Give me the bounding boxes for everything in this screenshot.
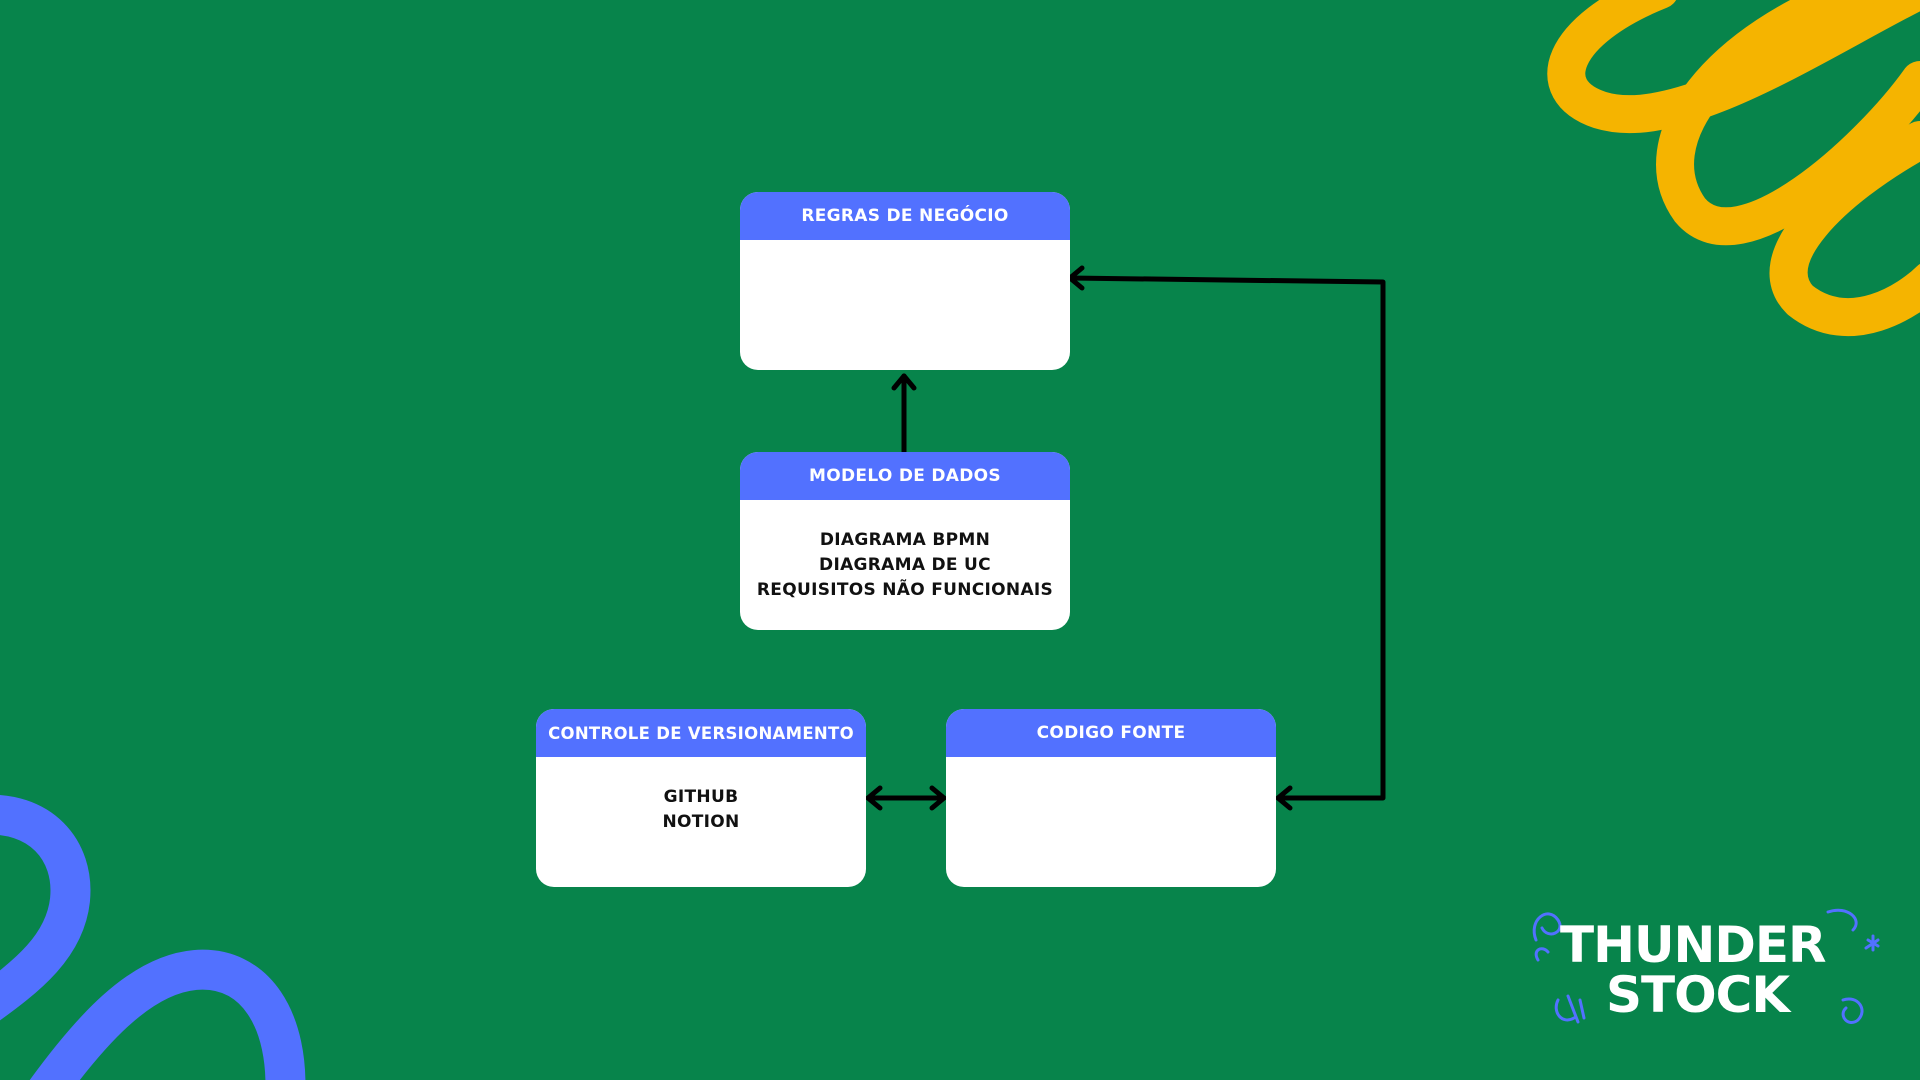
arrowhead-regras-bottom [891, 373, 917, 391]
card-regras-de-negocio: REGRAS DE NEGÓCIO [740, 192, 1070, 370]
arrow-codigo-to-regras [1067, 275, 1386, 801]
card-title: CODIGO FONTE [946, 709, 1276, 757]
card-body [740, 240, 1070, 370]
arrowhead-controle-right [865, 785, 883, 811]
card-line: DIAGRAMA DE UC [819, 555, 991, 575]
thunder-stock-logo: THUNDER STOCK [1528, 900, 1888, 1035]
card-controle-de-versionamento: CONTROLE DE VERSIONAMENTO GITHUB NOTION [536, 709, 866, 887]
card-line: NOTION [662, 812, 740, 832]
arrowhead-regras-right [1067, 265, 1085, 291]
card-line: GITHUB [663, 787, 739, 807]
card-body: DIAGRAMA BPMN DIAGRAMA DE UC REQUISITOS … [740, 500, 1070, 630]
yellow-scribble-decoration [1547, 0, 1920, 337]
arrowhead-codigo-right [1275, 785, 1293, 811]
logo-doodles-icon [1532, 908, 1880, 1024]
card-body [946, 757, 1276, 887]
card-body: GITHUB NOTION [536, 757, 866, 887]
card-title: MODELO DE DADOS [740, 452, 1070, 500]
card-title: REGRAS DE NEGÓCIO [740, 192, 1070, 240]
card-modelo-de-dados: MODELO DE DADOS DIAGRAMA BPMN DIAGRAMA D… [740, 452, 1070, 630]
card-line: DIAGRAMA BPMN [819, 530, 991, 550]
card-title: CONTROLE DE VERSIONAMENTO [536, 709, 866, 757]
arrows [865, 265, 1386, 811]
blue-scribble-decoration [0, 795, 306, 1080]
card-line: REQUISITOS NÃO FUNCIONAIS [756, 580, 1054, 600]
arrowhead-codigo-left [929, 785, 947, 811]
card-codigo-fonte: CODIGO FONTE [946, 709, 1276, 887]
logo-text-stock: STOCK [1606, 966, 1790, 1024]
logo-text-thunder: THUNDER [1560, 916, 1827, 974]
